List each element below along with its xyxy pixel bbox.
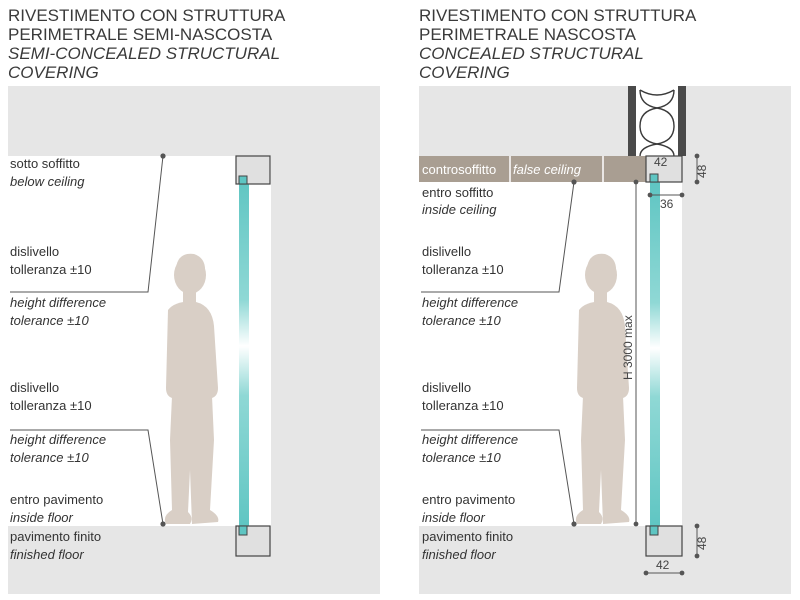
title-right: RIVESTIMENTO CON STRUTTURA PERIMETRALE N… — [419, 6, 696, 82]
left-label-diff2-it-2: tolleranza ±10 — [10, 398, 92, 413]
right-dimension-lines — [635, 156, 698, 574]
right-false-ceiling-en: false ceiling — [513, 162, 582, 177]
left-top-dot — [160, 153, 166, 159]
right-label-finished-en: finished floor — [422, 547, 496, 562]
right-bottom-glass-slot — [649, 525, 659, 536]
left-room — [8, 156, 271, 526]
left-label-finished-it: pavimento finito — [10, 529, 101, 544]
title-right-line1: RIVESTIMENTO CON STRUTTURA — [419, 6, 697, 25]
right-label-diff1-it-1: dislivello — [422, 244, 471, 259]
right-label-floor-it: entro pavimento — [422, 492, 515, 507]
right-panel: controsoffitto false ceiling — [419, 86, 791, 594]
title-left-line4: COVERING — [8, 63, 99, 82]
right-leader-lines — [421, 181, 575, 525]
left-bottom-glass-slot — [238, 525, 248, 536]
right-dim-inner: 36 — [660, 197, 674, 211]
title-right-line4: COVERING — [419, 63, 510, 82]
left-label-diff2-en-2: tolerance ±10 — [10, 450, 89, 465]
title-right-line3: CONCEALED STRUCTURAL — [419, 44, 644, 63]
right-dim-bottom-width: 42 — [656, 558, 670, 572]
title-left-line2: PERIMETRALE SEMI-NASCOSTA — [8, 25, 273, 44]
right-label-diff2-it-1: dislivello — [422, 380, 471, 395]
left-label-top-it: sotto soffitto — [10, 156, 80, 171]
right-dim-height-max: H 3000 max — [621, 315, 635, 380]
right-label-diff1-it-2: tolleranza ±10 — [422, 262, 504, 277]
left-bottom-dot — [160, 521, 166, 527]
title-left-line1: RIVESTIMENTO CON STRUTTURA — [8, 6, 286, 25]
left-leader-lines — [10, 155, 164, 525]
right-label-diff2-it-2: tolleranza ±10 — [422, 398, 504, 413]
right-label-top-it: entro soffitto — [422, 185, 493, 200]
title-left: RIVESTIMENTO CON STRUTTURA PERIMETRALE S… — [8, 6, 285, 82]
right-label-top-en: inside ceiling — [422, 202, 497, 217]
right-label-floor-en: inside floor — [422, 510, 486, 525]
left-label-diff1-en-1: height difference — [10, 295, 106, 310]
right-ceiling-stud-right — [678, 86, 686, 156]
right-false-ceiling-it: controsoffitto — [422, 162, 496, 177]
left-panel: sotto soffitto below ceiling dislivello … — [8, 86, 380, 594]
right-label-finished-it: pavimento finito — [422, 529, 513, 544]
right-dim-top-height: 48 — [695, 164, 709, 178]
right-dim-top-width: 42 — [654, 155, 668, 169]
right-insulation — [639, 89, 675, 157]
right-bottom-dot — [571, 521, 577, 527]
left-label-finished-en: finished floor — [10, 547, 84, 562]
right-top-dot — [571, 179, 577, 185]
left-label-diff1-it-2: tolleranza ±10 — [10, 262, 92, 277]
right-false-ceiling — [419, 156, 682, 182]
right-glass-panel — [650, 180, 660, 530]
right-bottom-profile — [645, 525, 683, 557]
left-label-diff2-it-1: dislivello — [10, 380, 59, 395]
right-label-diff2-en-1: height difference — [422, 432, 518, 447]
left-label-floor-it: entro pavimento — [10, 492, 103, 507]
right-label-diff2-en-2: tolerance ±10 — [422, 450, 501, 465]
title-left-line3: SEMI-CONCEALED STRUCTURAL — [8, 44, 281, 63]
left-top-profile — [235, 155, 271, 185]
right-label-diff1-en-1: height difference — [422, 295, 518, 310]
right-ceiling-stud-left — [628, 86, 636, 156]
right-ceiling-structure — [628, 86, 686, 156]
left-label-diff1-it-1: dislivello — [10, 244, 59, 259]
right-dim-bottom-height: 48 — [695, 536, 709, 550]
left-label-diff2-en-1: height difference — [10, 432, 106, 447]
left-label-diff1-en-2: tolerance ±10 — [10, 313, 89, 328]
right-top-glass-slot — [649, 173, 659, 183]
left-top-glass-slot — [238, 175, 248, 185]
right-dimension-dots — [633, 153, 700, 576]
title-right-line2: PERIMETRALE NASCOSTA — [419, 25, 636, 44]
left-glass-panel — [239, 176, 249, 530]
left-label-top-en: below ceiling — [10, 174, 85, 189]
right-room — [419, 182, 682, 526]
right-label-diff1-en-2: tolerance ±10 — [422, 313, 501, 328]
left-label-floor-en: inside floor — [10, 510, 74, 525]
